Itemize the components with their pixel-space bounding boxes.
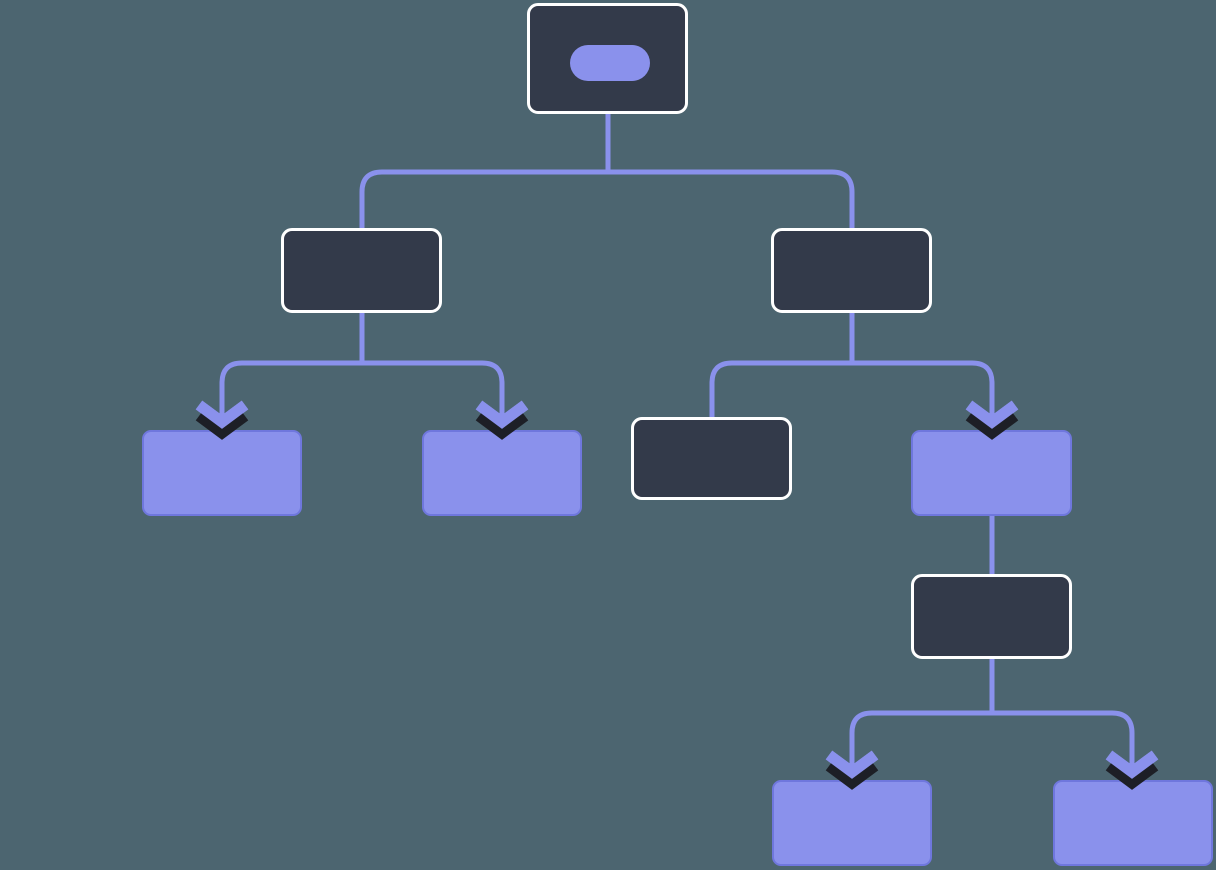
tree-node-l2-c[interactable] [631, 417, 792, 500]
tree-edge [362, 360, 505, 440]
tree-node-l4-a[interactable] [772, 780, 932, 866]
tree-node-root[interactable] [527, 3, 688, 114]
tree-edge [992, 710, 1135, 790]
tree-node-l2-b[interactable] [422, 430, 582, 516]
tree-edge [359, 169, 608, 313]
node-pill-badge [570, 45, 650, 81]
tree-edge [608, 169, 855, 313]
tree-node-l4-b[interactable] [1053, 780, 1213, 866]
tree-node-l2-a[interactable] [142, 430, 302, 516]
tree-node-l2-d[interactable] [911, 430, 1072, 516]
tree-node-l3-a[interactable] [911, 574, 1072, 659]
tree-edge [852, 360, 995, 440]
tree-edge [709, 360, 852, 417]
tree-edge [849, 710, 992, 790]
tree-edge [219, 360, 362, 440]
tree-node-l1-left[interactable] [281, 228, 442, 313]
tree-node-l1-right[interactable] [771, 228, 932, 313]
